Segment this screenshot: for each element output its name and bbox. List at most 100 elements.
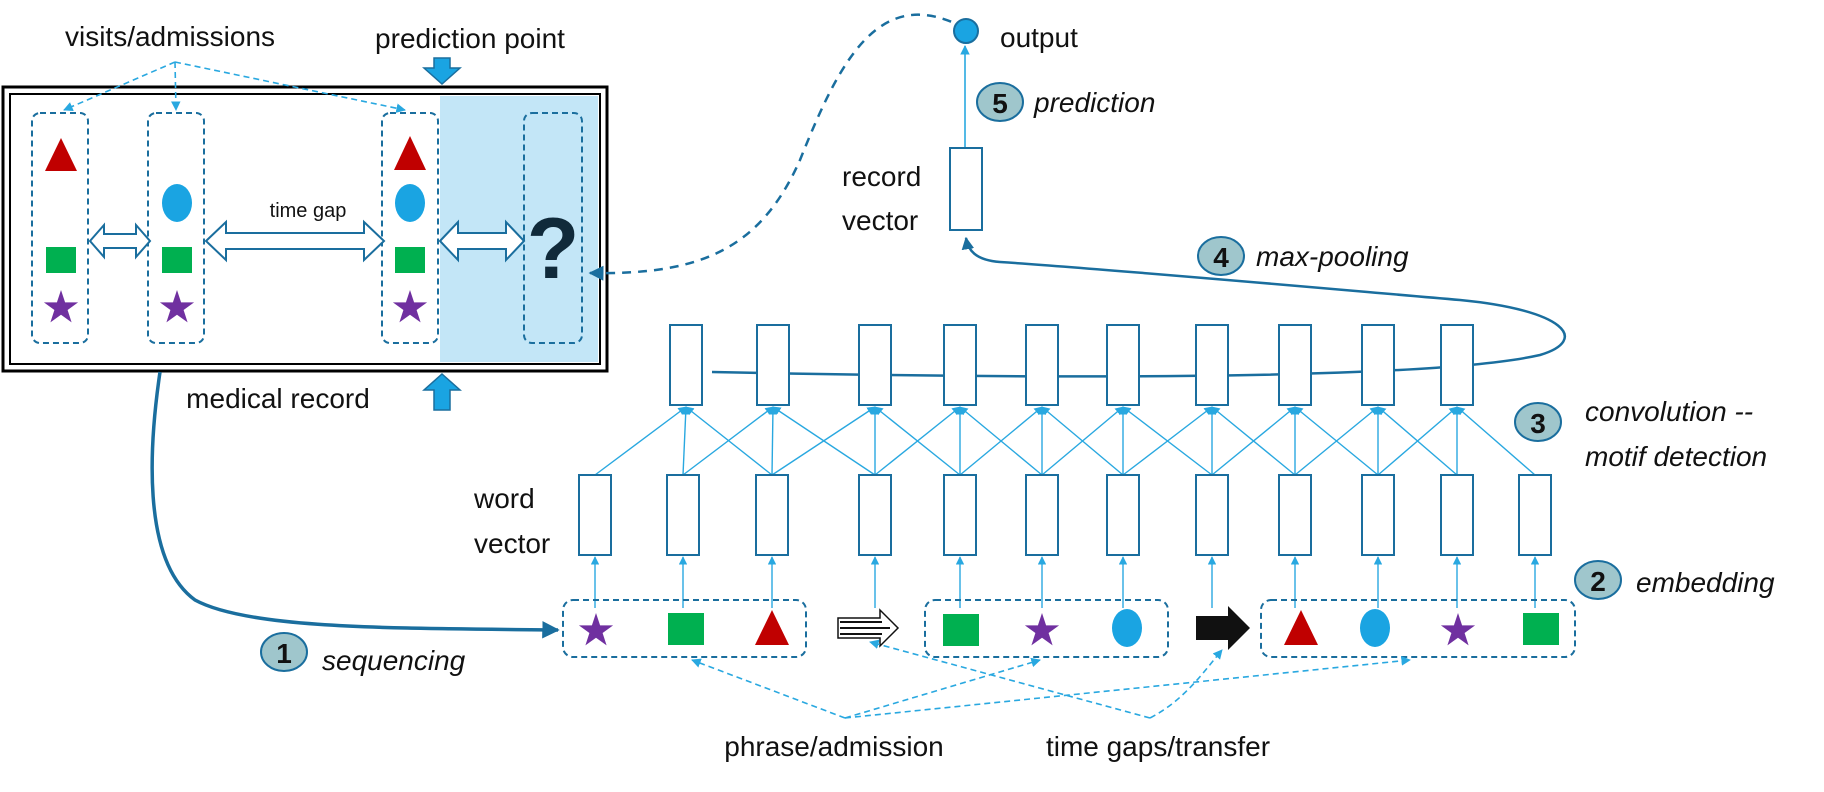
word-vector-layer [578, 474, 1552, 556]
record-vector-label-1: record [842, 161, 921, 192]
triangle-icon [755, 610, 789, 645]
record-outer-border [1, 85, 609, 373]
gap-arrow-1 [88, 222, 152, 260]
gap-arrow-3 [438, 219, 526, 263]
word-vector [1440, 474, 1474, 556]
word-vector-label-1: word [473, 483, 535, 514]
conv-feature-vector [1440, 324, 1474, 406]
record-vector-label-2: vector [842, 205, 918, 236]
step-label-sequencing: sequencing [322, 645, 466, 676]
conv-connection [1456, 406, 1536, 476]
conv-feature-vector [1025, 324, 1059, 406]
convolution-connections [594, 406, 1536, 476]
word-vector [1278, 474, 1312, 556]
visit-box-2 [147, 112, 205, 344]
phrase-label: phrase/admission [724, 731, 943, 762]
prediction-point-label: prediction point [375, 23, 565, 54]
square-icon [668, 613, 704, 645]
gap-arrow-2 [204, 219, 386, 263]
circle-icon [162, 184, 192, 222]
output-feedback-curve [588, 13, 969, 281]
visits-pointer-2 [171, 61, 181, 111]
prediction-point-arrow-down [422, 57, 462, 86]
phrase-pointers [691, 656, 1411, 719]
sequence-groups [562, 599, 1576, 658]
step-badge-1: 1 sequencing [260, 632, 466, 676]
conv-connection [1211, 406, 1296, 476]
step-label-prediction: prediction [1033, 87, 1155, 118]
striped-transfer-arrow [837, 608, 900, 648]
svg-text:4: 4 [1213, 242, 1229, 273]
word-vector [578, 474, 612, 556]
star-icon [1440, 613, 1476, 646]
visits-label: visits/admissions [65, 21, 275, 52]
future-region-highlight [440, 96, 598, 362]
conv-feature-vector [1278, 324, 1312, 406]
conv-connection [682, 406, 774, 476]
conv-connection [768, 406, 778, 476]
conv-feature-vector [1106, 324, 1140, 406]
step-badge-2: 2 embedding [1574, 560, 1775, 600]
visits-pointer-1 [63, 61, 176, 111]
record-inner-border [9, 93, 601, 365]
conv-feature-vector [858, 324, 892, 406]
visits-pointers [63, 61, 406, 113]
svg-text:3: 3 [1530, 408, 1546, 439]
sequencing-arrow [150, 371, 560, 639]
step-label-max-pooling: max-pooling [1256, 241, 1409, 272]
conv-connection [874, 406, 961, 476]
solid-transfer-arrow [1196, 606, 1250, 650]
conv-connection [1377, 406, 1458, 476]
step-badge-4: 4 max-pooling [1197, 236, 1409, 276]
time-gaps-label: time gaps/transfer [1046, 731, 1270, 762]
phrase-group-2 [924, 599, 1169, 658]
step-label-convolution: convolution -- [1585, 396, 1753, 427]
star-icon [392, 290, 428, 323]
visit-box-1 [31, 112, 89, 344]
svg-text:5: 5 [992, 88, 1008, 119]
star-icon [1024, 613, 1060, 646]
circle-icon [1112, 609, 1142, 647]
conv-feature-vector [1195, 324, 1229, 406]
step-label-embedding: embedding [1636, 567, 1775, 598]
conv-connection [771, 406, 876, 476]
step-label-motif: motif detection [1585, 441, 1767, 472]
conv-connection [1041, 406, 1124, 476]
phrase-group-3 [1260, 599, 1576, 658]
time-gap-label: time gap [270, 200, 347, 222]
record-vector [949, 147, 983, 231]
circle-icon [1360, 609, 1390, 647]
circle-icon [395, 184, 425, 222]
star-icon [159, 290, 195, 323]
word-vector [1195, 474, 1229, 556]
svg-text:2: 2 [1590, 566, 1606, 597]
time-gap-pointers [869, 639, 1223, 719]
conv-connection [1294, 406, 1379, 476]
question-mark: ? [527, 201, 580, 297]
phrase-group-1 [562, 599, 807, 658]
word-vector [858, 474, 892, 556]
convolution-layer [669, 324, 1474, 406]
word-vector [1106, 474, 1140, 556]
step-badge-3: 3 convolution -- motif detection [1514, 396, 1767, 472]
conv-connection [681, 406, 690, 476]
word-vector [1361, 474, 1395, 556]
square-icon [395, 247, 425, 273]
square-icon [162, 247, 192, 273]
prediction-box [523, 112, 583, 344]
visits-pointer-3 [174, 61, 406, 113]
word-vector [666, 474, 700, 556]
medical-record-label: medical record [186, 383, 370, 414]
conv-connection [594, 406, 687, 476]
triangle-icon [1284, 610, 1318, 645]
medical-record-panel: ? time gap [1, 85, 609, 373]
triangle-icon [45, 138, 77, 171]
visit-box-3 [381, 112, 439, 344]
square-icon [46, 247, 76, 273]
svg-text:1: 1 [276, 638, 292, 669]
word-vector [1518, 474, 1552, 556]
word-vector-label-2: vector [474, 528, 550, 559]
step-badge-5: 5 prediction [976, 82, 1155, 122]
conv-feature-vector [669, 324, 703, 406]
